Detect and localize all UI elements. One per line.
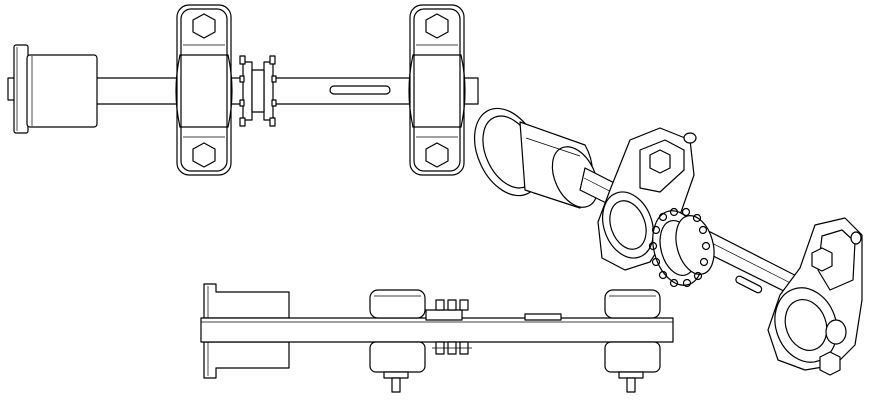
front-view xyxy=(200,283,674,393)
hex-bolt xyxy=(649,149,671,174)
hex-bolt xyxy=(425,142,449,168)
hex-bolt xyxy=(192,13,216,39)
keyway xyxy=(735,275,763,294)
hub-flange xyxy=(203,283,290,379)
pillow-block xyxy=(767,217,863,371)
hub-flange xyxy=(473,107,599,209)
bearing-block xyxy=(604,289,661,393)
keyway xyxy=(329,85,391,95)
sprocket xyxy=(648,207,715,288)
hex-bolt xyxy=(819,351,841,376)
bearing-block xyxy=(369,289,426,393)
pillow-block xyxy=(175,4,233,176)
isometric-view xyxy=(473,107,863,376)
hex-bolt xyxy=(425,13,449,39)
hub-flange xyxy=(7,44,98,134)
hex-bolt xyxy=(811,247,833,272)
sprocket xyxy=(432,299,472,355)
top-view xyxy=(7,4,479,176)
hex-bolt xyxy=(192,142,216,168)
hex-bolt xyxy=(850,231,862,245)
keyway xyxy=(524,313,562,321)
shaft xyxy=(200,317,674,343)
pillow-block xyxy=(408,4,466,176)
hex-bolt xyxy=(683,132,697,144)
keyway xyxy=(425,309,463,321)
sprocket xyxy=(239,55,277,127)
